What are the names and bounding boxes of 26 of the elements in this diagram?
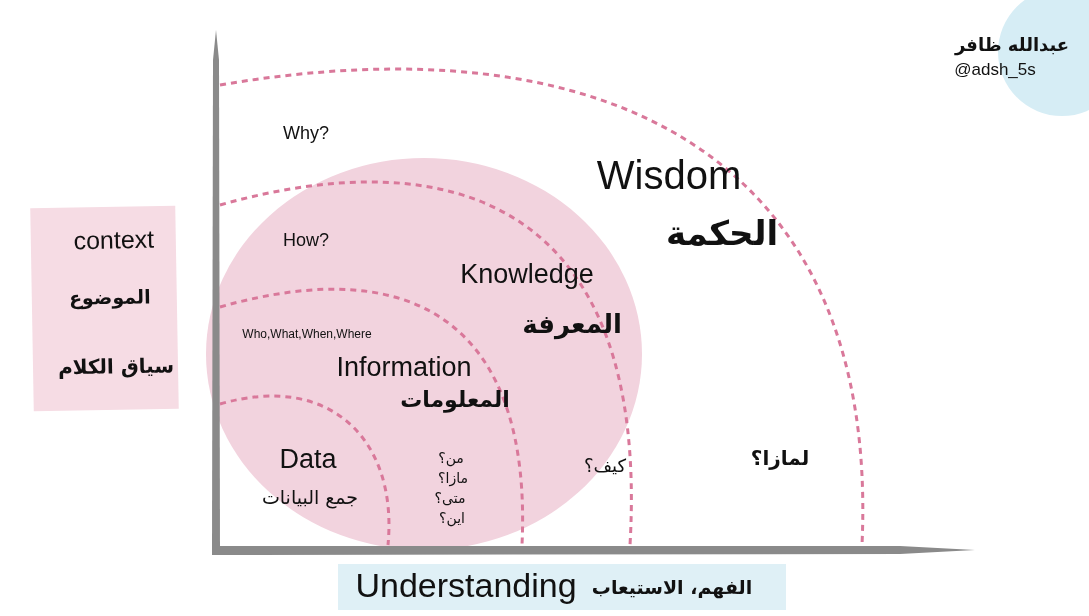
axis-label: الفهم، الاستيعاب [591,577,753,599]
author-name: عبدالله ظافر [954,34,1070,56]
level-title: الحكمة [665,214,779,254]
handle-text: @adsh_5s [954,60,1036,80]
context-box [30,205,179,412]
level-title: Information [336,352,472,384]
question-text: How? [283,229,329,251]
question-text: Who,What,When,Where [242,328,372,342]
level-title: Data [279,444,337,476]
question-text: اين؟ [439,509,465,527]
level-title: Knowledge [460,259,594,291]
question-text: متى؟ [434,489,466,507]
axis-label-box [338,564,786,610]
level-title: المعرفة [522,310,622,340]
context-text: سياق الكلام [57,354,175,380]
context-text: context [73,224,155,255]
question-text: لمازا؟ [750,446,810,470]
question-text: من؟ [438,449,464,467]
axis-label: Understanding [355,566,577,606]
context-text: الموضوع [68,286,151,310]
level-title: Wisdom [596,152,742,198]
question-text: Why? [283,122,329,144]
level-title: المعلومات [400,387,510,413]
question-text: كيف؟ [583,455,627,477]
level-title: جمع البيانات [261,487,359,509]
question-text: مازا؟ [438,469,468,487]
